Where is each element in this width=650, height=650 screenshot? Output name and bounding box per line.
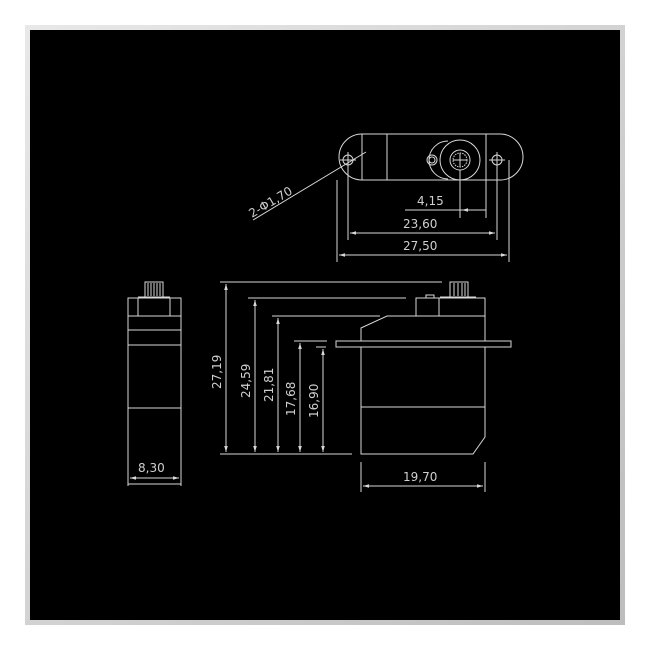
front-view: [335, 281, 512, 455]
dim-side-width: 8,30: [138, 461, 165, 475]
dim-height-27-19: 27,19: [210, 355, 224, 389]
dim-height-16-90: 16,90: [307, 384, 321, 418]
dim-hole-spacing: 23,60: [403, 217, 437, 231]
dim-spline-offset: 4,15: [417, 194, 444, 208]
top-view-horn: [338, 133, 524, 181]
dim-height-21-81: 21,81: [262, 368, 276, 402]
dim-height-24-59: 24,59: [239, 364, 253, 398]
dim-height-17-68: 17,68: [284, 382, 298, 416]
hole-diameter-label: 2-Φ1,70: [246, 184, 294, 221]
dim-front-width: 19,70: [403, 470, 437, 484]
hole-leader-line: [252, 151, 367, 221]
side-view: [127, 281, 182, 485]
dim-horn-length: 27,50: [403, 239, 437, 253]
